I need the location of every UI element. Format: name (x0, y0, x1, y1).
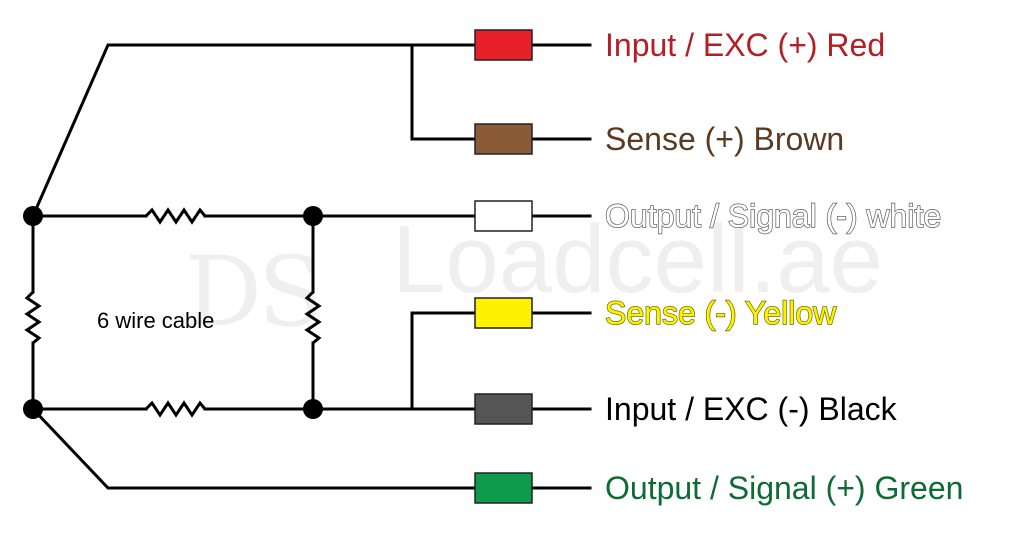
sense-negative-branch (410, 311, 477, 411)
sense-positive-branch (410, 43, 477, 141)
junction-node (23, 206, 43, 226)
watermark-text: Loadcell.ae (392, 206, 883, 313)
excitation-positive-line (31, 43, 477, 218)
terminal-sense-negative: Sense (-) Yellow (474, 294, 838, 332)
wire-label: Input / EXC (+) Red (605, 27, 885, 63)
junction-nodes (23, 206, 323, 419)
wire-label: Sense (+) Brown (605, 121, 844, 157)
cable-label: 6 wire cable (97, 308, 214, 333)
junction-node (303, 206, 323, 226)
right-resistor (304, 290, 322, 345)
feed-wires (30, 43, 477, 490)
wire-label: Output / Signal (-) white (605, 198, 941, 234)
watermark-logo: D (185, 236, 262, 348)
terminal-input-exc-positive: Input / EXC (+) Red (474, 27, 885, 63)
terminal-input-exc-negative: Input / EXC (-) Black (474, 391, 898, 427)
wire-color-swatch (474, 472, 533, 504)
terminal-output-signal-positive: Output / Signal (+) Green (474, 470, 963, 506)
wire-color-swatch (474, 200, 533, 232)
signal-positive-line (30, 406, 477, 490)
wire-color-swatch (474, 29, 533, 61)
wire-color-swatch (474, 393, 533, 425)
left-resistor (24, 290, 42, 345)
wire-label: Sense (-) Yellow (605, 295, 837, 331)
junction-node (23, 399, 43, 419)
terminal-sense-positive: Sense (+) Brown (474, 121, 844, 157)
wire-label: Output / Signal (+) Green (605, 470, 963, 506)
bridge-circuit: 6 wire cable (24, 207, 322, 418)
wire-color-swatch (474, 123, 533, 155)
wire-color-swatch (474, 297, 533, 329)
wire-label: Input / EXC (-) Black (605, 391, 898, 427)
junction-node (303, 399, 323, 419)
bottom-resistor (144, 400, 207, 418)
top-resistor (144, 207, 207, 225)
terminal-output-signal-negative: Output / Signal (-) white (474, 197, 942, 235)
